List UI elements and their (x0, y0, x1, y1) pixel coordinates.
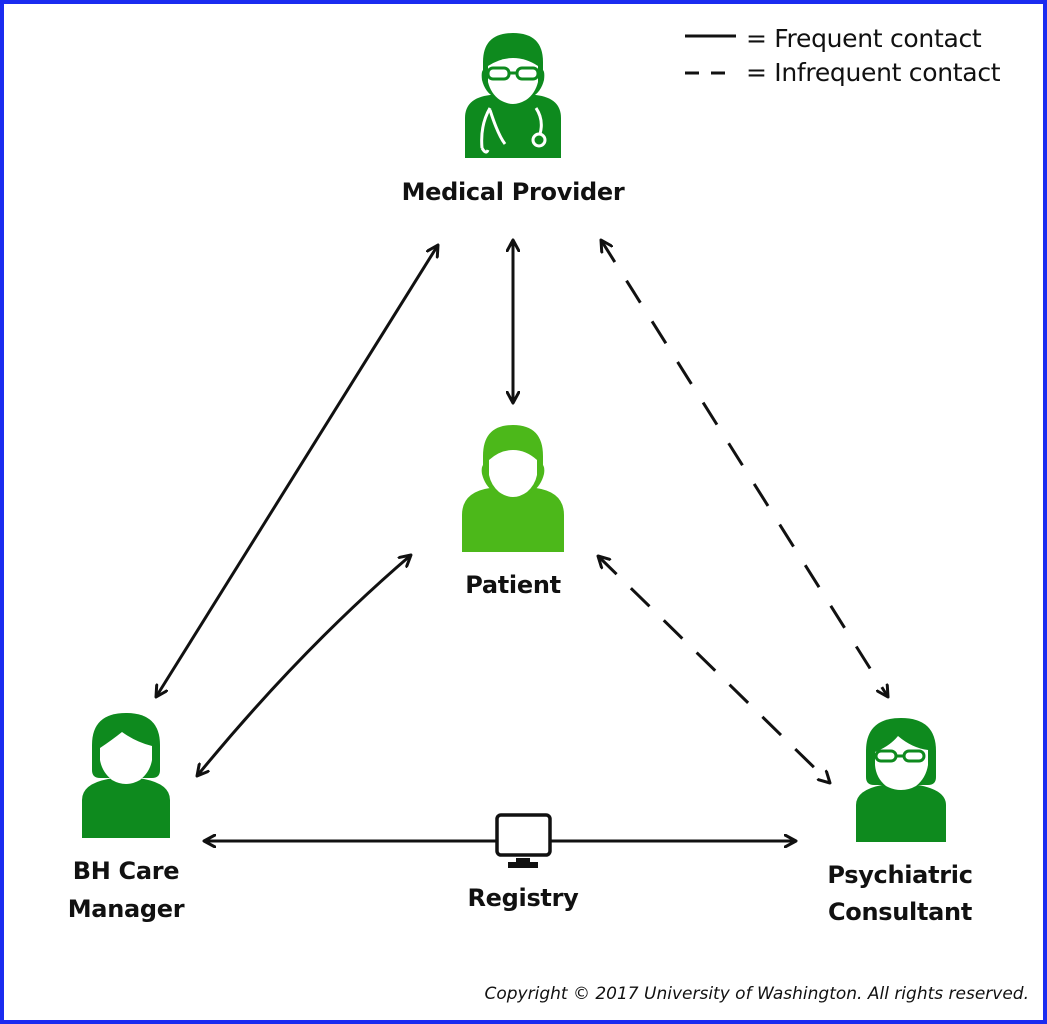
copyright-notice: Copyright © 2017 University of Washingto… (484, 984, 1029, 1004)
arrow-patient-care-manager (197, 555, 411, 776)
psychiatric-consultant-label-line2: Consultant (827, 898, 972, 926)
bh-care-manager-label-line2: Manager (67, 895, 185, 923)
arrow-patient-consultant (598, 556, 830, 783)
arrow-provider-care-manager (156, 245, 438, 697)
doctor-with-stethoscope-icon (465, 33, 561, 158)
medical-provider-label: Medical Provider (401, 178, 625, 206)
registry-label: Registry (467, 884, 579, 912)
computer-monitor-icon (495, 813, 552, 868)
person-icon (462, 425, 564, 552)
bh-care-manager-label-line1: BH Care (72, 857, 180, 885)
woman-icon (82, 713, 170, 838)
legend-infrequent-label: = Infrequent contact (746, 58, 1001, 87)
psychiatric-consultant-label-line1: Psychiatric (827, 861, 973, 889)
patient-label: Patient (465, 571, 561, 599)
legend-frequent-label: = Frequent contact (746, 24, 982, 53)
woman-with-glasses-icon (856, 718, 946, 842)
arrow-provider-consultant (601, 240, 888, 697)
